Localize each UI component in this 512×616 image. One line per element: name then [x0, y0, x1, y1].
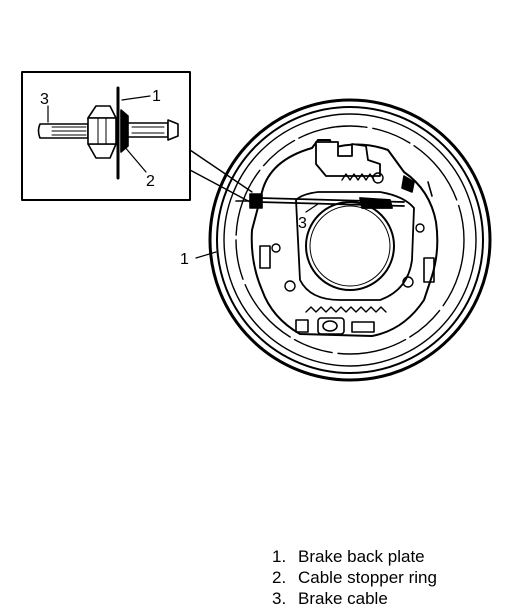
back-plate-ring-2	[216, 106, 484, 374]
legend-item: 1. Brake back plate	[272, 546, 437, 567]
inset-leader-lines	[189, 149, 253, 203]
legend-number: 1.	[272, 547, 287, 566]
inset-callout-2: 2	[146, 173, 155, 190]
inset-callout-leaders	[47, 95, 151, 173]
hub-bore	[305, 201, 395, 291]
inset-inner-cable	[127, 119, 179, 141]
parts-legend: 1.Brake back plate 2.Cable stopper ring …	[272, 546, 437, 609]
back-plate-ring-4	[235, 125, 465, 355]
legend-item: 2. Cable stopper ring	[272, 567, 437, 588]
inset-frame	[21, 71, 191, 201]
legend-label: Brake cable	[298, 589, 388, 608]
bolt-holes	[271, 172, 425, 292]
anchor-block	[315, 141, 381, 177]
shoe-clips	[259, 175, 435, 283]
cable-anchor	[235, 193, 263, 209]
parking-brake-cable	[257, 197, 405, 209]
legend-label: Brake back plate	[298, 547, 425, 566]
inset-callout-1: 1	[152, 88, 161, 105]
drum-callout-1: 1	[180, 251, 189, 268]
legend-item: 3. Brake cable	[272, 588, 437, 609]
back-plate-ring-3	[223, 113, 477, 367]
drum-callout-3: 3	[298, 215, 307, 232]
hub-flange	[295, 191, 415, 301]
hub-bore-inner	[309, 205, 391, 287]
adjuster	[295, 317, 375, 335]
inset-detail: 1 2 3	[21, 71, 253, 203]
drum-callout-leaders	[195, 203, 319, 259]
inset-stopper-ring	[120, 109, 129, 153]
inset-fitting	[87, 105, 117, 159]
back-plate-outer-ring	[208, 98, 492, 382]
legend-number: 2.	[272, 568, 287, 587]
inset-callout-3: 3	[40, 91, 49, 108]
return-spring-bottom	[305, 306, 387, 313]
inset-cable	[37, 123, 89, 139]
legend-number: 3.	[272, 589, 287, 608]
drum-assembly: 1 3	[180, 98, 492, 382]
legend-label: Cable stopper ring	[298, 568, 437, 587]
return-spring-top	[341, 173, 375, 181]
